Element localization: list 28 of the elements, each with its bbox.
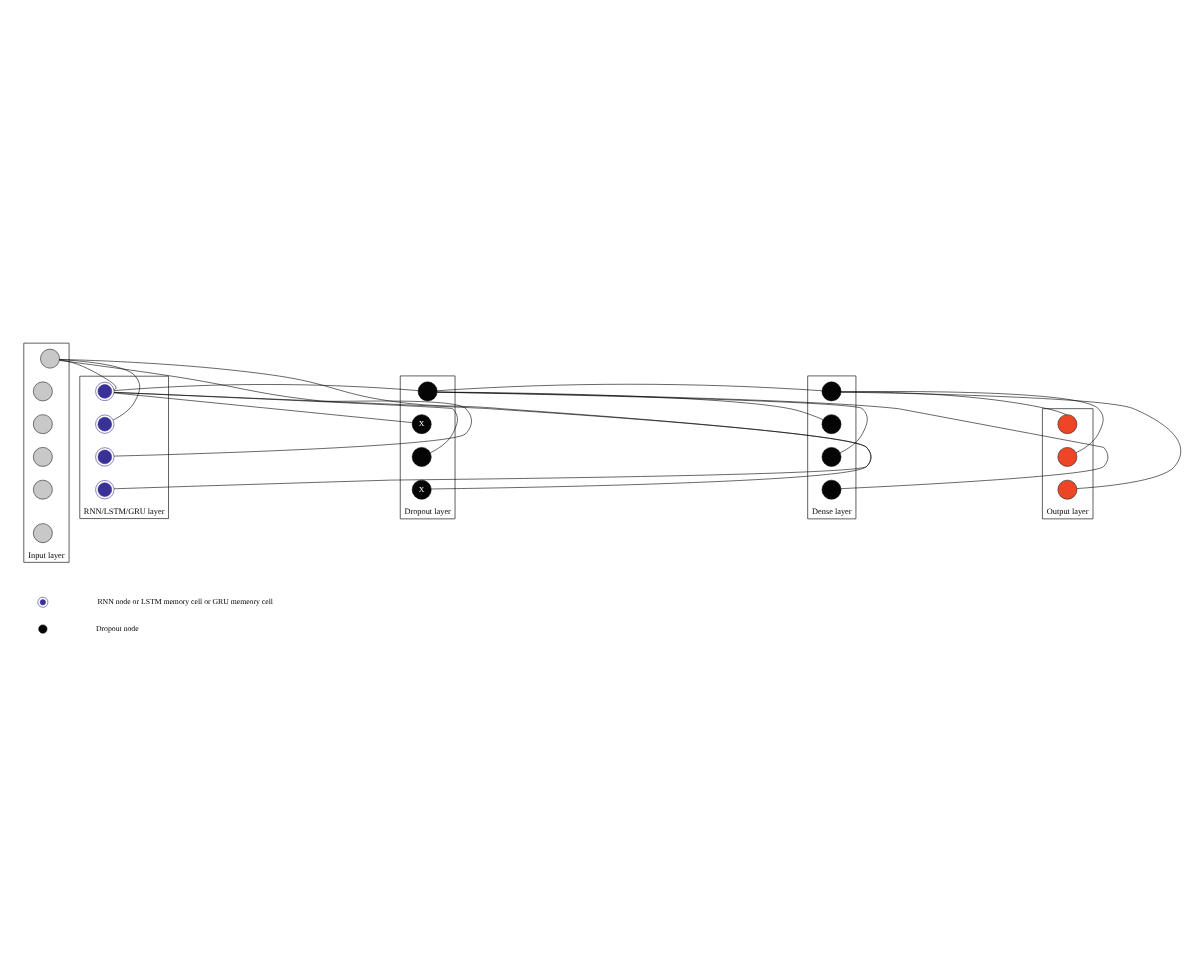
node-circle (411, 447, 432, 467)
connector (436, 391, 868, 454)
connector (113, 392, 413, 423)
node-circle (33, 479, 53, 500)
connector (436, 391, 1109, 489)
connector (113, 384, 419, 391)
connector (840, 391, 1104, 454)
node-circle (33, 523, 53, 543)
node-circle (821, 479, 842, 500)
node-circle (40, 348, 60, 369)
connector (436, 391, 824, 420)
node-circle (1057, 447, 1078, 467)
node-circle (821, 381, 842, 402)
node-circle (33, 381, 53, 402)
connector (840, 391, 1181, 489)
connector (437, 383, 823, 392)
connector (113, 392, 458, 454)
node-circle (33, 414, 53, 434)
node-circle (1057, 479, 1078, 500)
node-circle (821, 447, 842, 467)
connector (113, 392, 872, 490)
node-circle (33, 447, 53, 467)
node-circle (821, 414, 842, 434)
connector (59, 359, 140, 421)
node-circle (1057, 414, 1078, 434)
connector (59, 360, 472, 457)
node-circle (417, 381, 438, 402)
connector (59, 359, 872, 490)
